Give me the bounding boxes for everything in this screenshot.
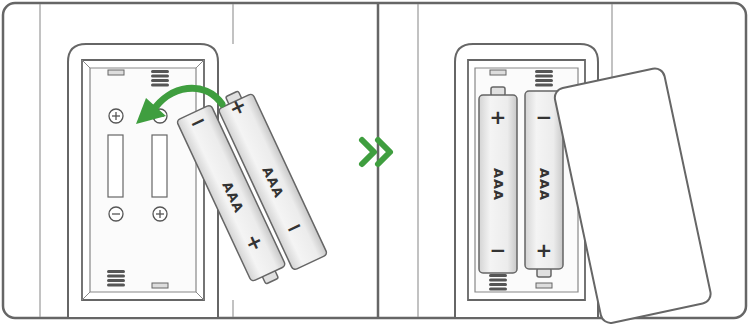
- battery-text-holder: −AAA+: [524, 87, 564, 277]
- battery-type-label: AAA: [538, 144, 551, 224]
- polarity-mark: +: [504, 240, 584, 260]
- polarity-mark: +: [458, 107, 538, 127]
- polarity-mark: −: [504, 107, 584, 127]
- battery-text-holder: +AAA−: [478, 87, 518, 277]
- battery-type-label: AAA: [492, 144, 505, 224]
- polarity-mark: −: [458, 240, 538, 260]
